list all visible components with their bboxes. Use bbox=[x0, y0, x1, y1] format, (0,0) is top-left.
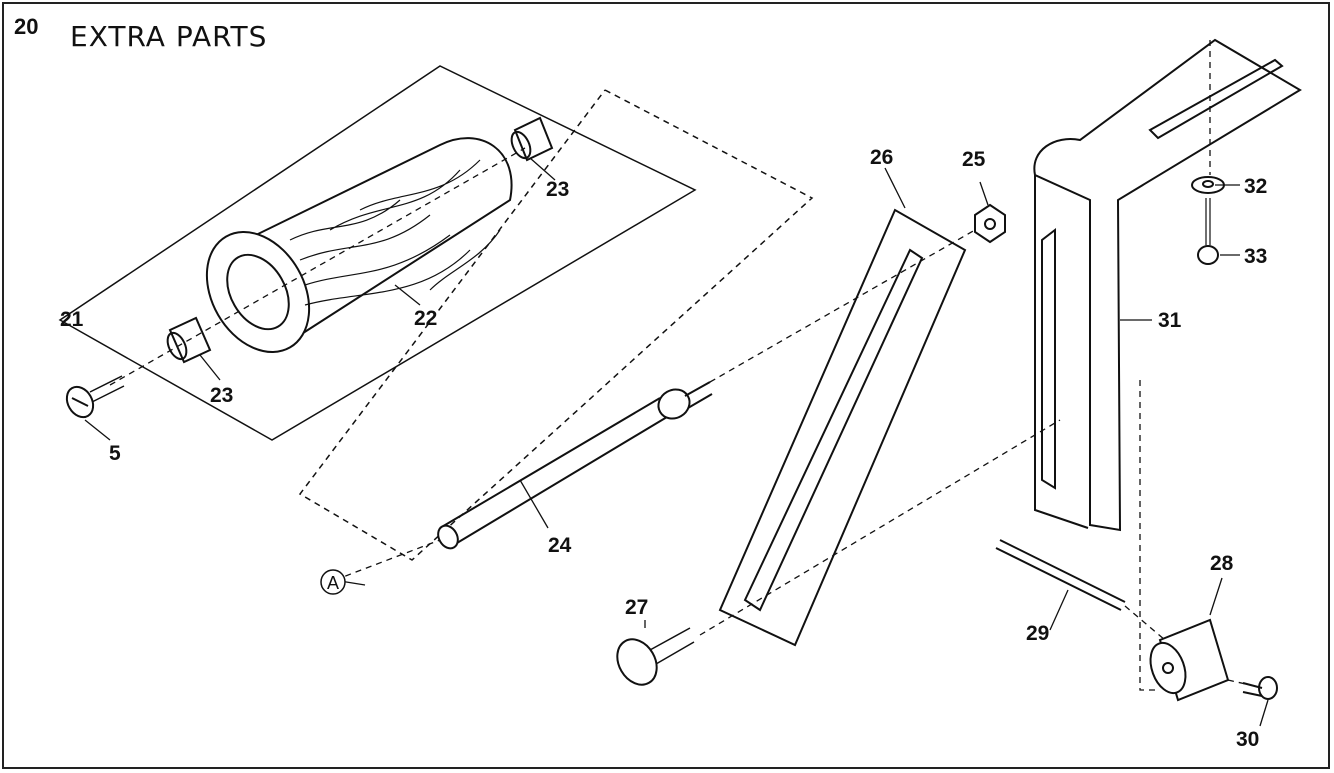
section-number: 20 bbox=[14, 14, 39, 39]
part-22-handle bbox=[205, 137, 513, 354]
callout-29: 29 bbox=[1026, 622, 1049, 645]
callout-21: 21 bbox=[60, 308, 84, 331]
part-23-bushing-bottom bbox=[166, 316, 212, 364]
ref-circle-a bbox=[320, 569, 346, 595]
part-30-set-screw bbox=[1242, 676, 1278, 700]
callout-33: 33 bbox=[1244, 245, 1267, 268]
callout-31: 31 bbox=[1158, 309, 1182, 332]
leader-lines bbox=[84, 157, 1269, 727]
part-33-screw bbox=[1197, 198, 1219, 265]
callout-22: 22 bbox=[414, 307, 437, 330]
callout-30: 30 bbox=[1236, 728, 1259, 751]
assembly-lines bbox=[109, 40, 1251, 691]
part-28-collar bbox=[1149, 618, 1230, 702]
part-5-screw bbox=[65, 375, 125, 419]
part-29-pin bbox=[995, 539, 1126, 611]
part-23-bushing-top bbox=[510, 116, 554, 162]
callout-5: 5 bbox=[109, 442, 121, 465]
panel-21-outline bbox=[58, 65, 697, 441]
part-24-shaft bbox=[437, 381, 713, 550]
callout-28: 28 bbox=[1210, 552, 1234, 575]
part-31-l-bracket bbox=[1033, 38, 1302, 532]
part-27-thumb-screw bbox=[616, 627, 695, 686]
callout-27: 27 bbox=[625, 596, 648, 619]
part-25-nut bbox=[974, 203, 1006, 244]
part-26-slotted-bar bbox=[718, 208, 967, 647]
ref-label-a: A bbox=[327, 573, 339, 593]
dashed-group-outline bbox=[298, 89, 814, 561]
callout-26: 26 bbox=[870, 146, 893, 169]
callout-23-top: 23 bbox=[546, 178, 569, 201]
section-title: EXTRA PARTS bbox=[70, 20, 268, 53]
callout-32: 32 bbox=[1244, 175, 1267, 198]
callout-24: 24 bbox=[548, 534, 572, 557]
callout-25: 25 bbox=[962, 148, 986, 171]
callout-23-bottom: 23 bbox=[210, 384, 233, 407]
